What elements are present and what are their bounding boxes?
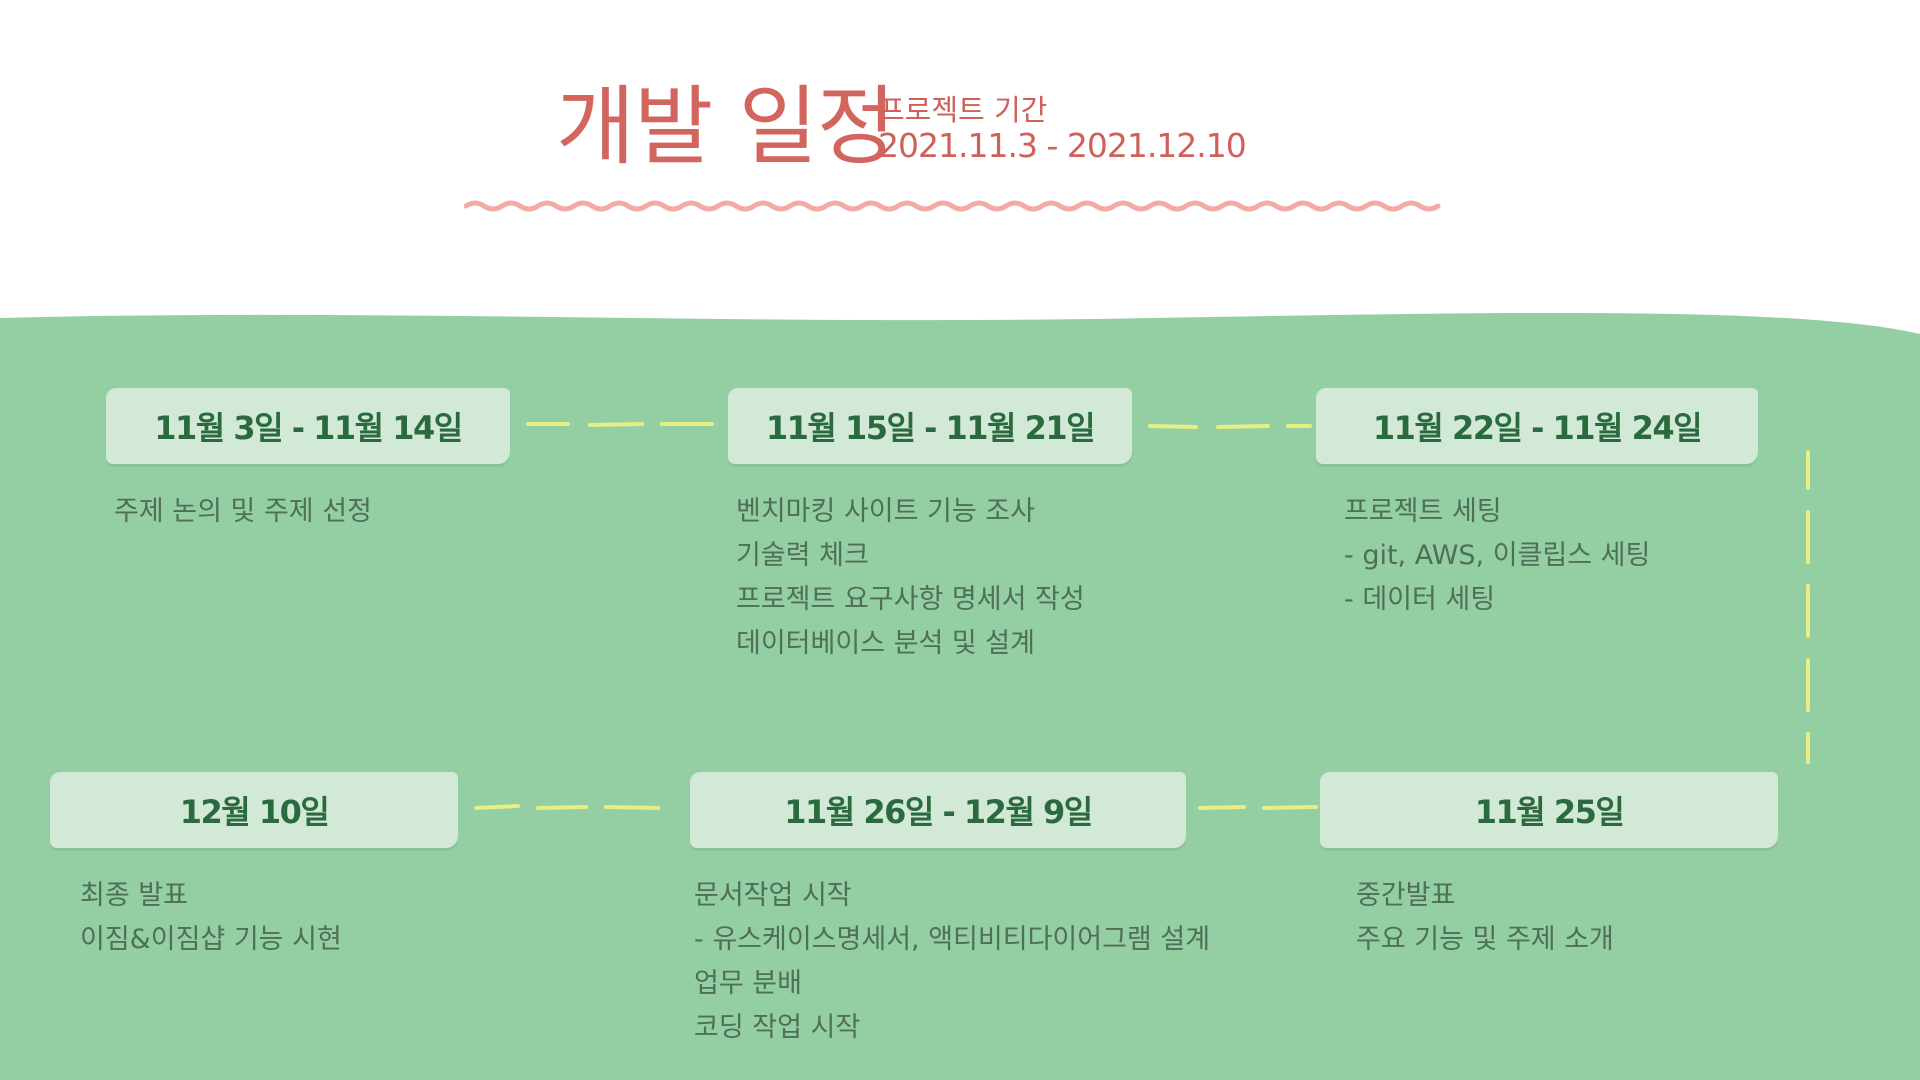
stage-task: 업무 분배	[694, 968, 802, 999]
connector-dash	[536, 805, 588, 810]
stage-task: - 유스케이스명세서, 액티비티다이어그램 설계	[694, 924, 1211, 955]
stage-task-list: 중간발표 주요 기능 및 주제 소개	[1356, 874, 1614, 962]
stage-task: 주제 논의 및 주제 선정	[114, 496, 372, 527]
stage-task: 문서작업 시작	[694, 880, 852, 911]
stage-task: 벤치마킹 사이트 기능 조사	[736, 496, 1035, 527]
stage-task-list: 벤치마킹 사이트 기능 조사 기술력 체크 프로젝트 요구사항 명세서 작성 데…	[736, 490, 1085, 666]
stage-task-list: 주제 논의 및 주제 선정	[114, 490, 372, 534]
stage-task: - 데이터 세팅	[1344, 584, 1496, 615]
stage-task: 주요 기능 및 주제 소개	[1356, 924, 1614, 955]
stage-date-box: 11월 15일 - 11월 21일	[728, 388, 1132, 464]
stage-task: 최종 발표	[80, 880, 188, 911]
stage-date-box: 12월 10일	[50, 772, 458, 848]
connector-dash	[1148, 424, 1198, 429]
stage-date-box: 11월 3일 - 11월 14일	[106, 388, 510, 464]
stage-task: 기술력 체크	[736, 540, 869, 571]
project-period: 프로젝트 기간 2021.11.3 - 2021.12.10	[878, 93, 1247, 166]
page-title: 개발 일정	[556, 77, 896, 177]
stage-task: 중간발표	[1356, 880, 1456, 911]
stage-task: 코딩 작업 시작	[694, 1012, 861, 1043]
project-period-label: 프로젝트 기간	[878, 93, 1048, 127]
stage-task-list: 최종 발표 이짐&이짐샵 기능 시현	[80, 874, 342, 962]
timeline-stage-4: 11월 25일 중간발표 주요 기능 및 주제 소개	[1320, 772, 1778, 955]
stage-task: 데이터베이스 분석 및 설계	[736, 628, 1035, 659]
stage-task: - git, AWS, 이클립스 세팅	[1344, 540, 1651, 571]
connector-dash	[588, 422, 644, 427]
timeline-stage-2: 11월 15일 - 11월 21일 벤치마킹 사이트 기능 조사 기술력 체크 …	[728, 388, 1132, 659]
stage-task: 이짐&이짐샵 기능 시현	[80, 924, 342, 955]
connector-dash	[1216, 424, 1270, 429]
stage-task-list: 문서작업 시작 - 유스케이스명세서, 액티비티다이어그램 설계 업무 분배 코…	[694, 874, 1210, 1050]
stage-task: 프로젝트 요구사항 명세서 작성	[736, 584, 1085, 615]
stage-task: 프로젝트 세팅	[1344, 496, 1502, 527]
stage-task-list: 프로젝트 세팅 - git, AWS, 이클립스 세팅 - 데이터 세팅	[1344, 490, 1650, 622]
stage-date-box: 11월 25일	[1320, 772, 1778, 848]
project-period-range: 2021.11.3 - 2021.12.10	[878, 126, 1247, 166]
stage-date-box: 11월 26일 - 12월 9일	[690, 772, 1186, 848]
timeline-stage-6: 12월 10일 최종 발표 이짐&이짐샵 기능 시현	[50, 772, 458, 955]
connector-dash	[1262, 805, 1318, 810]
stage-date-box: 11월 22일 - 11월 24일	[1316, 388, 1758, 464]
connector-dash	[604, 805, 660, 810]
connector-dash	[474, 804, 520, 810]
timeline-stage-1: 11월 3일 - 11월 14일 주제 논의 및 주제 선정	[106, 388, 510, 527]
timeline-stage-3: 11월 22일 - 11월 24일 프로젝트 세팅 - git, AWS, 이클…	[1316, 388, 1758, 615]
connector-dash	[1198, 805, 1246, 810]
title-wave-divider	[464, 200, 1441, 212]
timeline-stage-5: 11월 26일 - 12월 9일 문서작업 시작 - 유스케이스명세서, 액티비…	[690, 772, 1210, 1043]
